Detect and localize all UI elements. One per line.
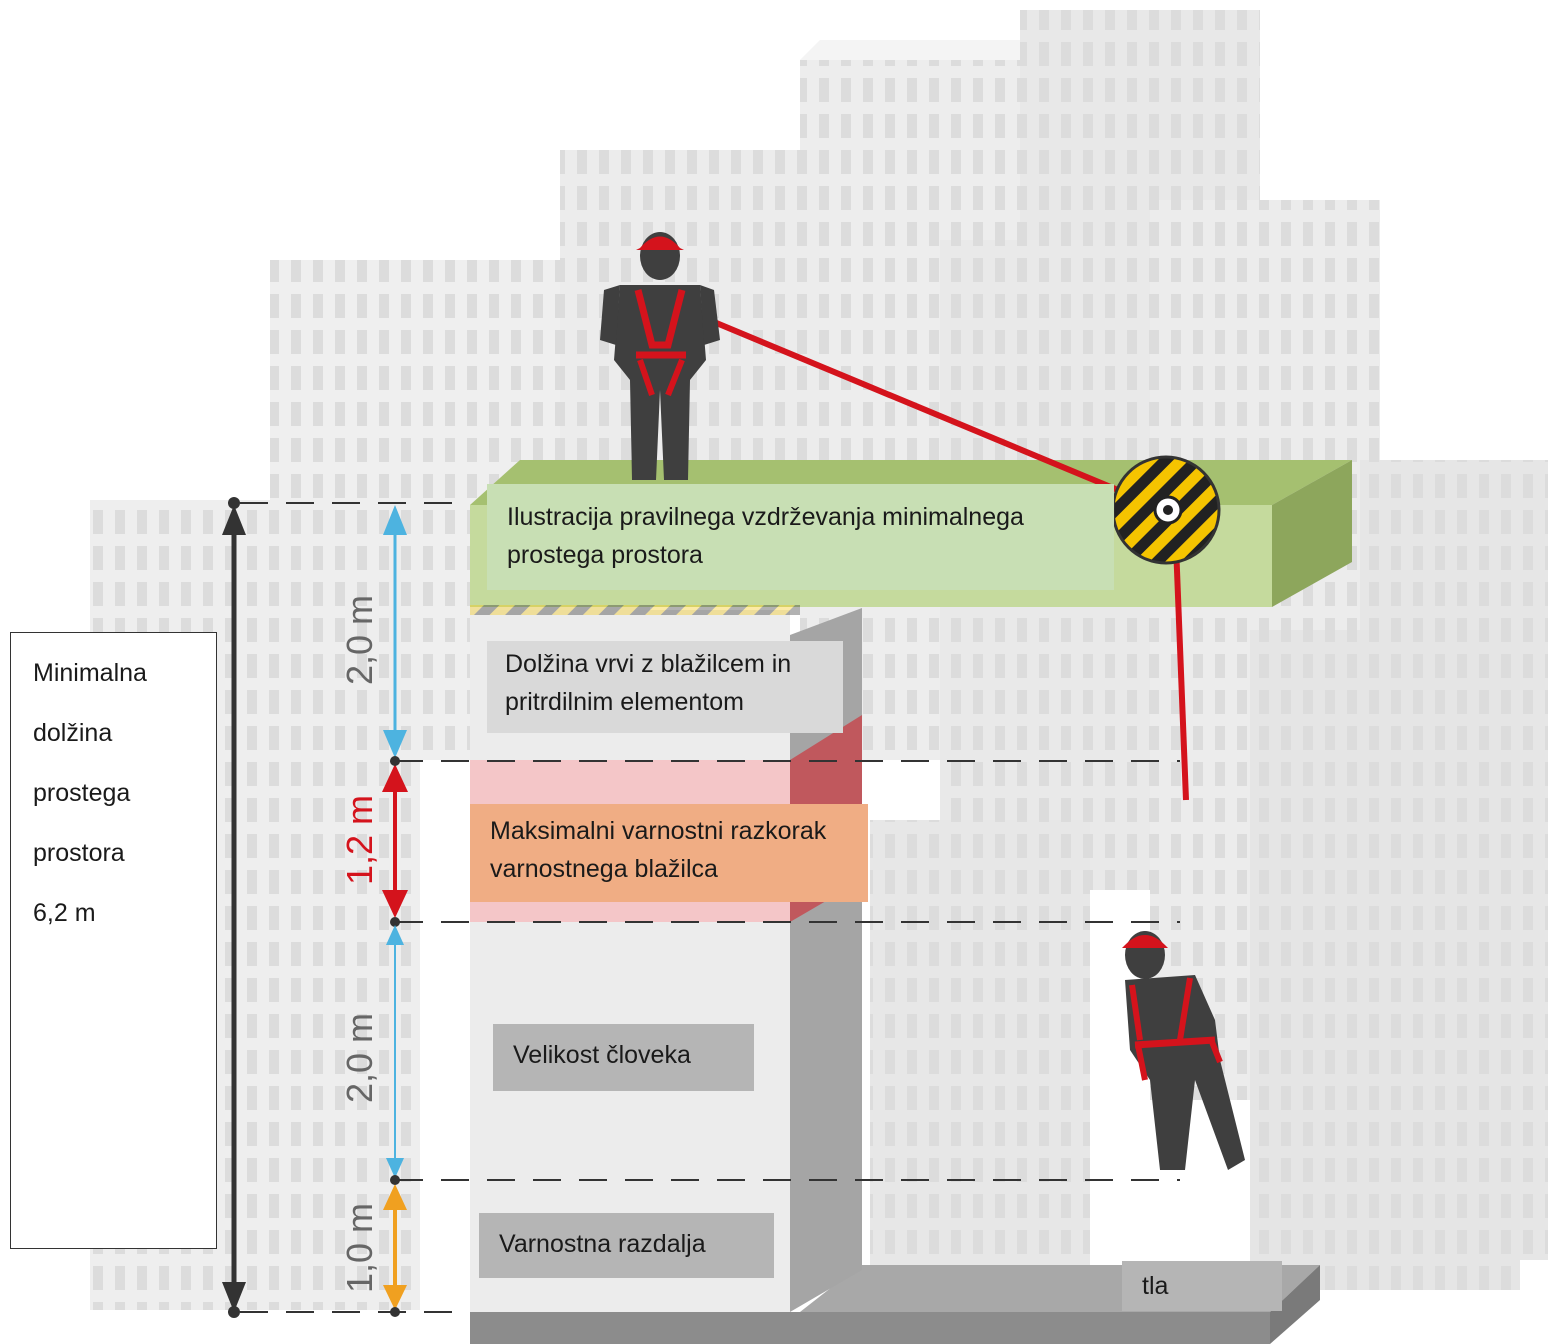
- lanyard-arrow: [383, 505, 407, 758]
- person-height-arrow: [386, 925, 404, 1178]
- total-clearance-line: prostega: [33, 779, 131, 807]
- anchor-device-icon: [1111, 455, 1221, 565]
- lanyard-length-label: Dolžina vrvi z blažilcem in pritrdilnim …: [487, 641, 843, 733]
- deceleration-arrow: [382, 756, 408, 927]
- dim-deceleration-text: 1,2 m: [339, 795, 380, 885]
- worker-falling-icon: [1122, 931, 1245, 1170]
- safety-distance-label: Varnostna razdalja: [479, 1213, 774, 1278]
- diagram-title-label: Ilustracija pravilnega vzdrževanja minim…: [487, 484, 1114, 590]
- total-clearance-line: prostora: [33, 839, 125, 867]
- dim-lanyard-text: 2,0 m: [339, 595, 380, 685]
- reference-lines: [240, 502, 1180, 1313]
- dim-person-text: 2,0 m: [339, 1013, 380, 1103]
- dim-safety-text: 1,0 m: [339, 1203, 380, 1293]
- total-height-arrow: [222, 497, 246, 1318]
- total-clearance-line: Minimalna: [33, 659, 147, 687]
- ground-label: tla: [1122, 1261, 1282, 1311]
- person-height-label: Velikost človeka: [493, 1024, 754, 1091]
- deceleration-distance-label: Maksimalni varnostni razkorak varnostneg…: [470, 804, 868, 902]
- total-clearance-box: Minimalna dolžina prostega prostora 6,2 …: [10, 632, 217, 1249]
- safety-distance-arrow: [383, 1175, 407, 1317]
- worker-standing-icon: [600, 232, 720, 480]
- total-clearance-line: dolžina: [33, 719, 113, 747]
- lifeline-rope: [688, 309, 1189, 801]
- total-clearance-line: 6,2 m: [33, 899, 96, 927]
